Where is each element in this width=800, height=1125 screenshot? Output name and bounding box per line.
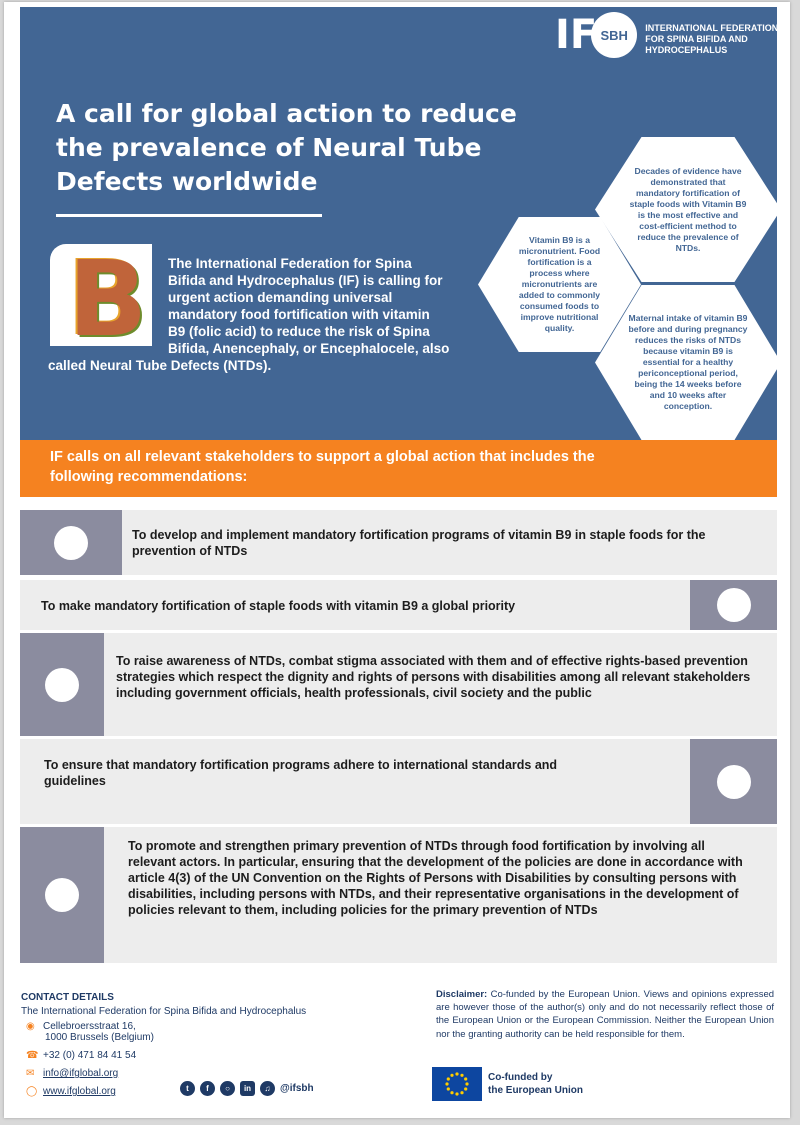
recommendation-marker: [20, 827, 104, 963]
vitamin-b-letter: B: [68, 238, 148, 360]
call-to-action-text: IF calls on all relevant stakeholders to…: [50, 449, 595, 485]
location-pin-icon: ◉: [26, 1021, 35, 1032]
phone-number: +32 (0) 471 84 41 54: [43, 1050, 137, 1061]
eu-cofunded-text: Co-funded by the European Union: [488, 1071, 583, 1097]
recommendation-text: To make mandatory fortification of stapl…: [41, 599, 516, 613]
recommendation-1: To develop and implement mandatory forti…: [20, 510, 777, 575]
vitamin-b-food-image: B: [50, 238, 152, 360]
phone-icon: ☎: [26, 1050, 39, 1061]
recommendation-text: To ensure that mandatory fortification p…: [44, 758, 558, 788]
contact-address: ◉ Cellebroersstraat 16, 1000 Brussels (B…: [26, 1021, 154, 1043]
recommendation-marker: [20, 633, 104, 736]
recommendation-text: To develop and implement mandatory forti…: [132, 528, 706, 558]
eu-flag-icon: [432, 1067, 482, 1101]
bullet-circle-icon: [45, 878, 79, 912]
disclaimer-text: Co-funded by the European Union. Views a…: [436, 989, 775, 1040]
recommendation-text: To raise awareness of NTDs, combat stigm…: [116, 654, 751, 700]
recommendation-3: To raise awareness of NTDs, combat stigm…: [20, 633, 777, 736]
instagram-icon[interactable]: ○: [220, 1081, 235, 1096]
recommendation-text: To promote and strengthen primary preven…: [128, 839, 743, 917]
eu-line-2: the European Union: [488, 1085, 583, 1096]
hero-banner: IF SBH INTERNATIONAL FEDERATION FOR SPIN…: [20, 7, 781, 440]
address-line-2: 1000 Brussels (Belgium): [45, 1032, 154, 1043]
recommendation-marker: [20, 510, 122, 575]
facebook-icon[interactable]: f: [200, 1081, 215, 1096]
contact-email: ✉ info@ifglobal.org: [26, 1068, 118, 1079]
social-handle[interactable]: @ifsbh: [280, 1083, 314, 1094]
bullet-circle-icon: [716, 588, 751, 622]
globe-icon: ◯: [26, 1086, 38, 1097]
contact-website: ◯ www.ifglobal.org: [26, 1086, 116, 1097]
address-line-1: Cellebroersstraat 16,: [43, 1021, 136, 1032]
contact-heading: CONTACT DETAILS: [21, 992, 114, 1003]
website-link[interactable]: www.ifglobal.org: [43, 1086, 116, 1097]
intro-paragraph: The International Federation for Spina B…: [48, 255, 450, 374]
recommendation-marker: [690, 739, 777, 824]
contact-organization: The International Federation for Spina B…: [21, 1006, 307, 1017]
tiktok-icon[interactable]: ♫: [260, 1081, 275, 1096]
twitter-icon[interactable]: t: [180, 1081, 195, 1096]
bullet-circle-icon: [45, 667, 79, 702]
recommendation-2: To make mandatory fortification of stapl…: [20, 580, 777, 630]
hexagon-evidence-text: Decades of evidence have demonstrated th…: [629, 165, 747, 253]
logo-mark-if: IF: [555, 12, 598, 58]
hexagon-maternal-text: Maternal intake of vitamin B9 before and…: [628, 313, 748, 411]
logo-name: INTERNATIONAL FEDERATION FOR SPINA BIFID…: [645, 23, 779, 55]
contact-phone: ☎ +32 (0) 471 84 41 54: [26, 1050, 136, 1061]
hexagon-maternal-fact: Maternal intake of vitamin B9 before and…: [595, 285, 781, 440]
flyer-page: IF SBH INTERNATIONAL FEDERATION FOR SPIN…: [4, 2, 790, 1118]
logo-mark-sbh: SBH: [591, 12, 638, 58]
recommendation-marker: [690, 580, 777, 630]
email-link[interactable]: info@ifglobal.org: [43, 1068, 119, 1079]
eu-cofunded-badge: Co-funded by the European Union: [432, 1067, 583, 1101]
hexagon-vitamin-text: Vitamin B9 is a micronutrient. Food fort…: [518, 235, 601, 333]
bullet-circle-icon: [54, 525, 88, 560]
envelope-icon: ✉: [26, 1068, 35, 1079]
eu-line-1: Co-funded by: [488, 1072, 553, 1083]
page-title: A call for global action to reduce the p…: [56, 99, 517, 196]
intro-text: The International Federation for Spina B…: [48, 256, 450, 373]
social-links: t f ○ in ♫ @ifsbh: [180, 1081, 314, 1096]
title-underline: [56, 214, 322, 217]
call-to-action-banner: IF calls on all relevant stakeholders to…: [20, 440, 777, 497]
disclaimer-label: Disclaimer:: [436, 989, 488, 1000]
recommendation-5: To promote and strengthen primary preven…: [20, 827, 777, 963]
linkedin-icon[interactable]: in: [240, 1081, 255, 1096]
disclaimer: Disclaimer: Co-funded by the European Un…: [436, 988, 774, 1041]
ifsbh-logo: IF SBH INTERNATIONAL FEDERATION FOR SPIN…: [555, 12, 790, 58]
bullet-circle-icon: [716, 764, 751, 799]
recommendation-4: To ensure that mandatory fortification p…: [20, 739, 777, 824]
